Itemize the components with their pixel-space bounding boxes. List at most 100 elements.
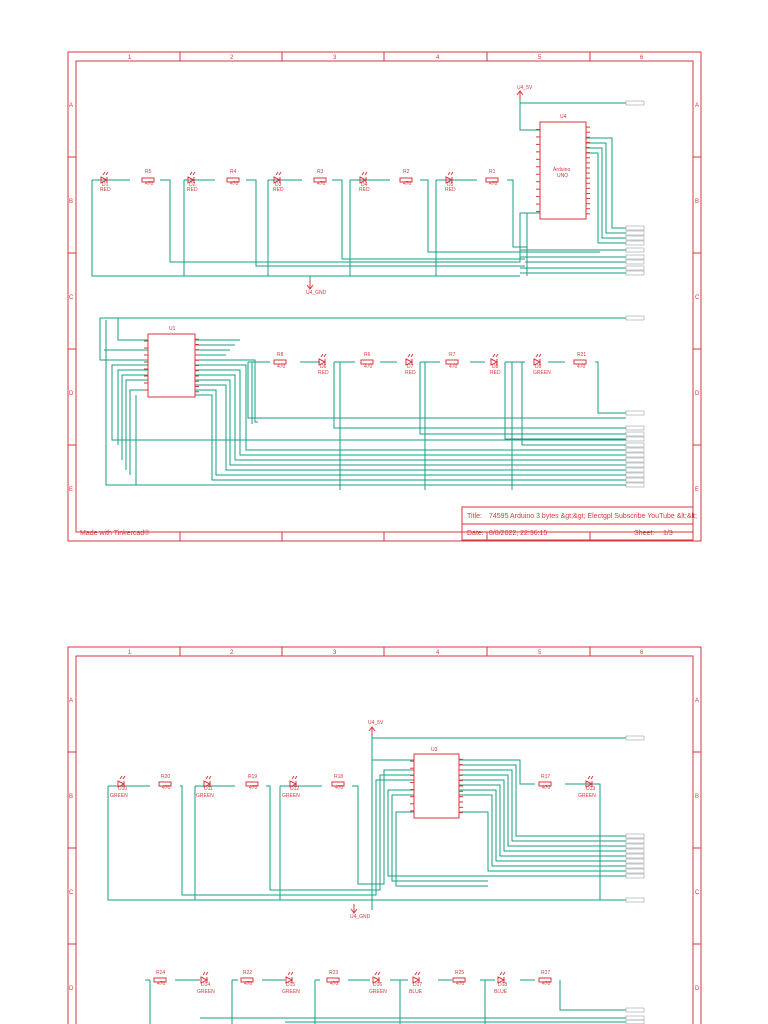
net-tag (625, 477, 645, 483)
net-tag (625, 240, 645, 246)
resistor-symbol (538, 977, 552, 983)
grid-column-label: 1 (128, 55, 132, 61)
led-symbol (289, 775, 298, 788)
resistor-symbol (141, 177, 155, 183)
u3-pins (410, 758, 463, 814)
resistor-ref: R5 (145, 169, 152, 175)
led-symbol (372, 971, 381, 984)
resistor-symbol (153, 977, 167, 983)
net-tag (625, 1019, 645, 1024)
led-symbol (318, 353, 327, 366)
led-color: RED (318, 370, 329, 376)
resistor-symbol (240, 977, 254, 983)
date-label: Date: (467, 530, 484, 537)
resistor-ref: R1 (489, 169, 496, 175)
net-tag (625, 442, 645, 448)
grid-row-label: C (69, 295, 74, 301)
led-color: GREEN (110, 793, 128, 799)
led-color: RED (445, 187, 456, 193)
net-tag (625, 482, 645, 488)
led-color: RED (273, 187, 284, 193)
resistor-symbol (399, 177, 413, 183)
grid-row-label: D (695, 391, 700, 397)
resistor-symbol (331, 781, 345, 787)
grid-column-label: 1 (128, 650, 132, 656)
resistor-symbol (273, 359, 287, 365)
resistor-ref: R25 (455, 970, 464, 976)
grid-row-label: B (69, 794, 73, 800)
net-tag (625, 868, 645, 874)
resistor-ref: R7 (449, 352, 456, 358)
resistor-value: 470 (157, 981, 166, 987)
net-tag (625, 270, 645, 276)
led-symbol (497, 971, 506, 984)
shift-register-u1: U1 (144, 326, 199, 398)
net-tag (625, 431, 645, 437)
resistor-symbol (326, 977, 340, 983)
ground-label-2: U4_GND (350, 914, 371, 920)
led-color: RED (405, 370, 416, 376)
grid-column-label: 4 (436, 55, 440, 61)
arduino-pins (536, 126, 590, 215)
net-tag (625, 853, 645, 859)
u1-ref: U1 (169, 326, 176, 332)
resistor-symbol (538, 781, 552, 787)
resistor-ref: R22 (243, 970, 252, 976)
led-ref: D3 (275, 182, 282, 188)
led-symbol (405, 353, 414, 366)
resistor-value: 470 (364, 364, 373, 370)
led-symbol (203, 775, 212, 788)
resistor-symbol (485, 177, 499, 183)
grid-row-label: C (69, 890, 74, 896)
led-color: GREEN (282, 793, 300, 799)
grid-column-label: 2 (230, 55, 234, 61)
resistor-value: 470 (403, 181, 412, 187)
u3-ref: U3 (431, 747, 438, 753)
net-tag (625, 254, 645, 260)
net-tag (625, 259, 645, 265)
led-ref: D2 (189, 182, 196, 188)
net-tag (625, 230, 645, 236)
resistor-value: 470 (489, 181, 498, 187)
resistor-value: 470 (335, 785, 344, 791)
sheet-1-inner-frame (75, 60, 694, 533)
resistor-value: 470 (249, 785, 258, 791)
led-ref: D4 (361, 182, 368, 188)
net-tag (625, 843, 645, 849)
net-tag (625, 457, 645, 463)
grid-column-label: 3 (333, 55, 337, 61)
u3-5v-net: U4_5V (368, 720, 384, 726)
led-symbol (200, 971, 209, 984)
net-tag (625, 472, 645, 478)
net-tag (625, 100, 645, 106)
net-tag (625, 225, 645, 231)
sheet-2-wires (107, 736, 626, 1024)
sheet-1-net-tags (625, 100, 645, 488)
title-label: Title: (467, 513, 482, 520)
net-tag (625, 447, 645, 453)
resistor-value: 470 (230, 181, 239, 187)
grid-column-label: 5 (538, 55, 542, 61)
led-ref: D9 (535, 364, 542, 370)
net-tag (625, 315, 645, 321)
resistor-ref: R2 (403, 169, 410, 175)
led-color: RED (490, 370, 501, 376)
led-ref: D18 (498, 982, 507, 988)
u1-pins (144, 338, 199, 393)
grid-column-label: 5 (538, 650, 542, 656)
net-tag (625, 235, 645, 241)
arduino-name: Arduino (553, 167, 570, 173)
net-tag (625, 462, 645, 468)
resistor-value: 470 (244, 981, 253, 987)
sheet-number: 1/3 (663, 530, 673, 537)
led-color: GREEN (197, 989, 215, 995)
grid-row-label: A (695, 103, 699, 109)
grid-row-label: A (695, 698, 699, 704)
grid-column-label: 2 (230, 650, 234, 656)
led-symbol (412, 971, 421, 984)
